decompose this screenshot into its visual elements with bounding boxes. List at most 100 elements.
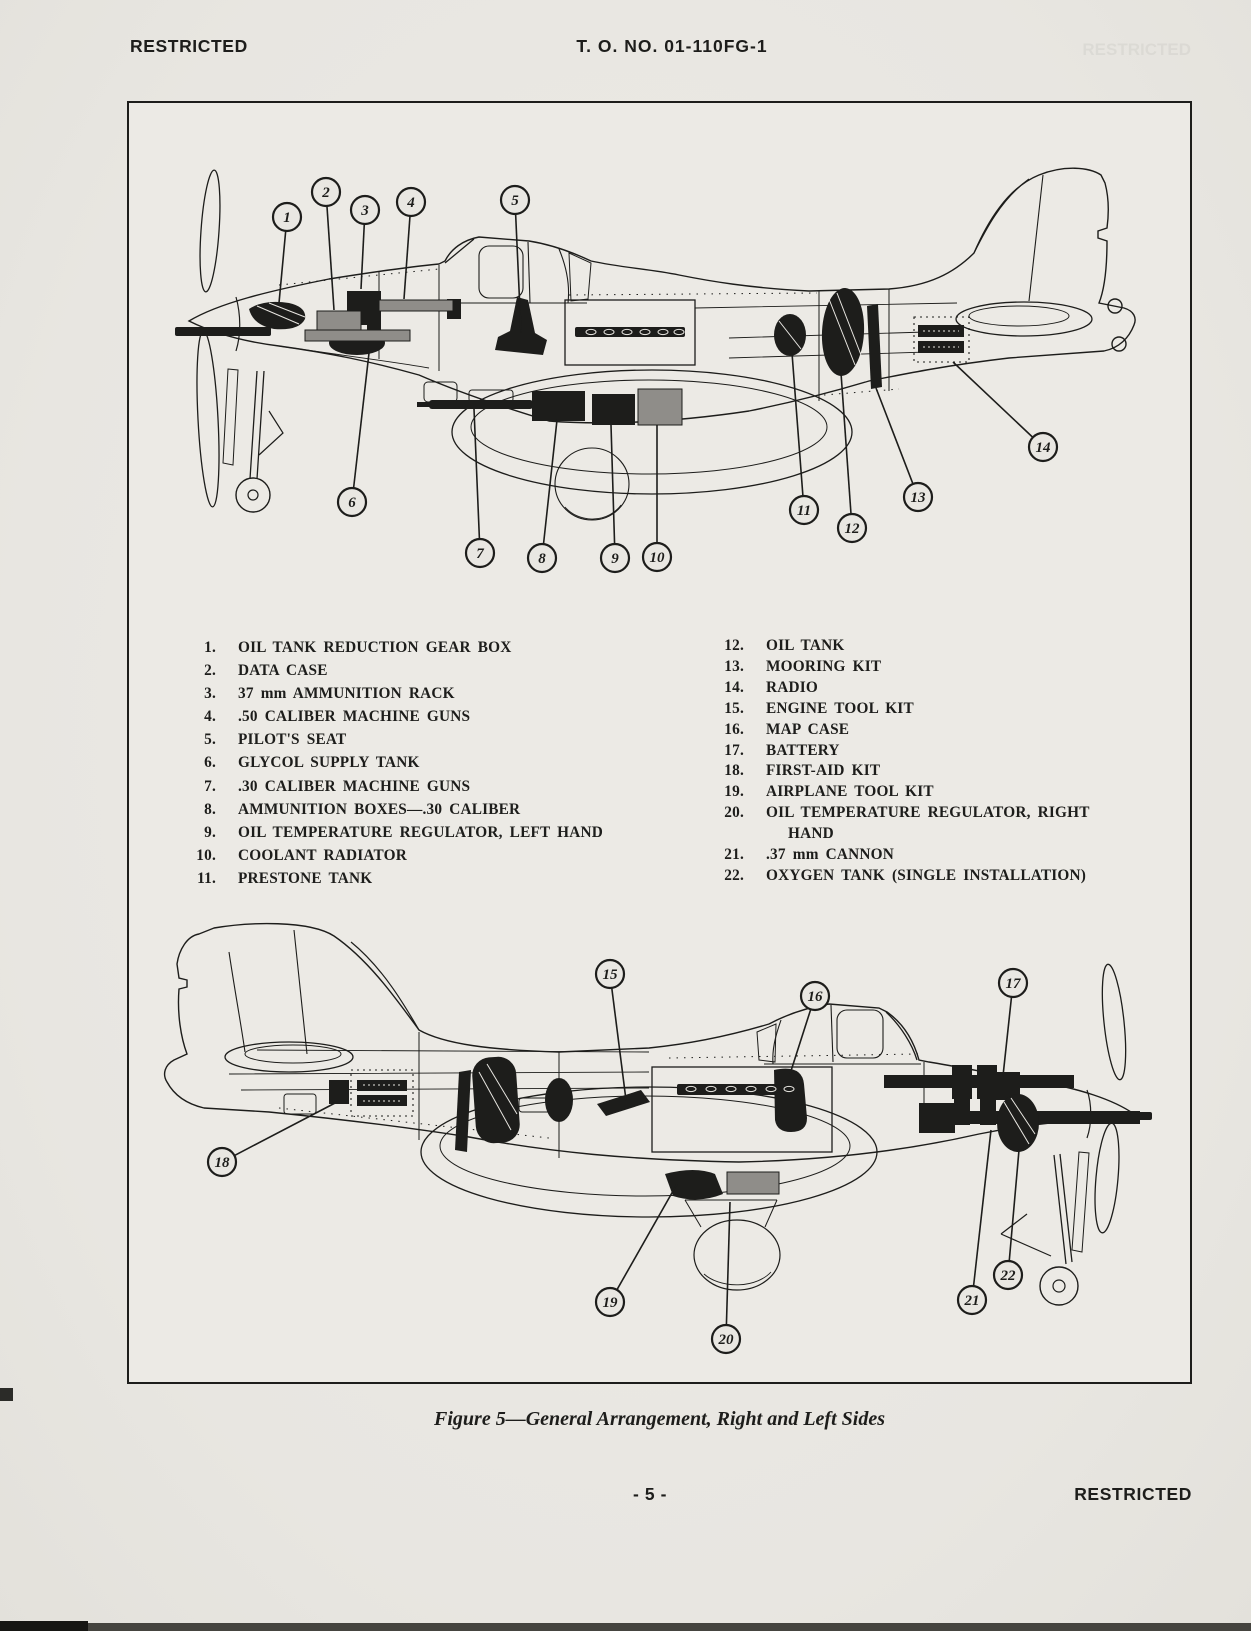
callout-leader-line [326, 205, 335, 311]
callout-number: 4 [406, 195, 415, 211]
callout-11: 11 [788, 494, 820, 526]
parts-list-item-label: OXYGEN TANK (SINGLE INSTALLATION) [766, 866, 1087, 884]
callout-leader-line [514, 213, 522, 334]
parts-list-item-number: 5. [204, 731, 216, 749]
callout-number: 2 [321, 185, 330, 201]
callout-leader-line [789, 1009, 812, 1075]
parts-list-item-number: 13. [724, 657, 744, 675]
parts-list-item-number: 21. [724, 846, 744, 864]
parts-list-item-label: .30 CALIBER MACHINE GUNS [238, 777, 471, 795]
parts-list-item-label: OIL TEMPERATURE REGULATOR, LEFT HAND [238, 823, 603, 841]
callout-4: 4 [395, 186, 427, 218]
parts-list-item: 9.OIL TEMPERATURE REGULATOR, LEFT HAND [182, 821, 652, 844]
parts-list-item-number: 2. [204, 662, 216, 680]
parts-list-item-label: MOORING KIT [766, 657, 882, 675]
header-classification: RESTRICTED [130, 36, 248, 56]
callout-number: 10 [650, 550, 666, 566]
callout-number: 13 [911, 490, 927, 506]
callout-leader-line [403, 215, 411, 300]
parts-list-item: 14.RADIO [662, 678, 1182, 699]
parts-list-item-number: 22. [724, 866, 744, 884]
callout-number: 18 [215, 1155, 231, 1171]
callout-number: 5 [511, 193, 519, 209]
callout-number: 19 [603, 1295, 619, 1311]
callout-number: 1 [283, 210, 291, 226]
callout-number: 15 [603, 967, 619, 983]
callout-2: 2 [310, 176, 342, 208]
parts-list-item-number: 1. [204, 639, 216, 656]
callout-leader-line [1008, 1149, 1020, 1262]
callout-leader-line [610, 424, 616, 545]
callout-circle [902, 481, 934, 513]
parts-list-item-number: 20. [724, 804, 744, 822]
callout-19: 19 [594, 1286, 626, 1318]
callout-leader-line [1002, 996, 1013, 1077]
parts-list-item: 7. .30 CALIBER MACHINE GUNS [182, 775, 652, 798]
callout-circle [526, 542, 558, 574]
parts-list-item: 2.DATA CASE [182, 659, 652, 682]
callout-leader-line [610, 987, 627, 1101]
parts-list-item: 1.OIL TANK REDUCTION GEAR BOX [182, 636, 652, 659]
callout-circle [788, 494, 820, 526]
header-technical-order-number: T. O. NO. 01-110FG-1 [576, 36, 768, 56]
callout-circle [310, 176, 342, 208]
parts-list-item: 16. MAP CASE [662, 720, 1182, 741]
callout-circle [464, 537, 496, 569]
parts-list-item: 6. GLYCOL SUPPLY TANK [182, 751, 652, 774]
callout-number: 9 [611, 551, 619, 567]
parts-list-item: 17. BATTERY [662, 741, 1182, 762]
callout-number: 7 [476, 546, 484, 562]
parts-list-item: 4..50 CALIBER MACHINE GUNS [182, 705, 652, 728]
callout-17: 17 [997, 967, 1029, 999]
parts-list-item-number: 6. [204, 754, 216, 772]
callout-circle [594, 1286, 626, 1318]
callout-number: 20 [718, 1332, 735, 1348]
footer-classification: RESTRICTED [1074, 1484, 1192, 1504]
parts-list-item: 8.AMMUNITION BOXES—.30 CALIBER [182, 798, 652, 821]
callout-12: 12 [836, 512, 868, 544]
callout-circle [710, 1323, 742, 1355]
parts-list-item-label: ENGINE TOOL KIT [766, 699, 914, 717]
callout-10: 10 [641, 541, 673, 573]
callout-circle [997, 967, 1029, 999]
callout-22: 22 [992, 1259, 1024, 1291]
callout-circle [836, 512, 868, 544]
parts-list-item-label: RADIO [766, 678, 818, 696]
callout-number: 6 [348, 495, 356, 511]
parts-list-item: 15.ENGINE TOOL KIT [662, 699, 1182, 720]
parts-list-item-number: 11. [197, 869, 216, 887]
callout-circle [641, 541, 673, 573]
callout-circle [206, 1146, 238, 1178]
callout-circle [271, 201, 303, 233]
parts-list-item-label: AMMUNITION BOXES—.30 CALIBER [238, 800, 521, 818]
callout-circle [599, 542, 631, 574]
callout-14: 14 [1027, 431, 1059, 463]
parts-list-item-number: 7. [204, 777, 216, 795]
parts-list-item-label: FIRST-AID KIT [766, 762, 881, 780]
parts-list-item-label: PRESTONE TANK [238, 869, 373, 887]
parts-list-item-label: GLYCOL SUPPLY TANK [238, 754, 420, 772]
callout-number: 16 [808, 989, 824, 1005]
callout-5: 5 [499, 184, 531, 216]
callout-number: 8 [538, 551, 546, 567]
parts-list-item-number: 16. [724, 720, 744, 738]
parts-list-item-label: MAP CASE [766, 720, 850, 738]
callout-circle [395, 186, 427, 218]
callout-circle [799, 980, 831, 1012]
callout-20: 20 [710, 1323, 742, 1355]
parts-list-item-label: BATTERY [766, 741, 840, 759]
callout-6: 6 [336, 486, 368, 518]
parts-list-item-number: 17. [724, 741, 744, 759]
callout-circle [594, 958, 626, 990]
callout-1: 1 [271, 201, 303, 233]
parts-list-item-label: AIRPLANE TOOL KIT [766, 783, 934, 801]
callout-leader-line [972, 1129, 992, 1287]
